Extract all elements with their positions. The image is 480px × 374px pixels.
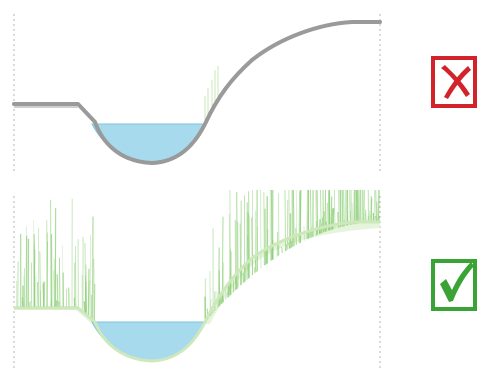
vegetation-stalk: [39, 251, 42, 309]
status-incorrect: [431, 56, 477, 108]
vegetation-stalk: [291, 189, 294, 247]
vegetation-stalk: [43, 281, 46, 309]
vegetation-stalk: [339, 189, 342, 228]
vegetation-stalk: [249, 215, 251, 278]
vegetation-sparse: [204, 66, 219, 124]
vegetation-stalk: [321, 217, 324, 234]
panel-after: [13, 189, 477, 370]
vegetation-stalk: [53, 270, 56, 309]
vegetation-stalk: [93, 258, 95, 322]
vegetation-stalk: [281, 246, 283, 254]
vegetation-stalk: [75, 246, 77, 309]
vegetation-stalk: [263, 192, 266, 266]
vegetation-stalk: [53, 258, 56, 309]
vegetation-stalk: [373, 189, 376, 223]
ground-profile: [12, 20, 382, 165]
vegetation-stalk: [56, 274, 59, 309]
vegetation-stalk: [362, 189, 365, 223]
vegetation-stalk: [221, 216, 224, 304]
vegetation-stalk: [218, 298, 221, 307]
vegetation-stalk: [356, 189, 359, 224]
vegetation-stalk: [93, 283, 96, 322]
vegetation-stalk: [83, 301, 86, 314]
vegetation-stalk: [338, 189, 340, 228]
vegetation-stalk: [363, 189, 365, 223]
vegetation-stalk: [357, 189, 360, 224]
vegetation-stalk: [218, 269, 221, 306]
vegetation-stalk: [285, 244, 288, 251]
vegetation-stalk: [85, 264, 87, 316]
vegetation-stalk: [353, 189, 355, 225]
vegetation-stalk: [222, 295, 224, 303]
vegetation-left-bank: [16, 198, 96, 322]
vegetation-stalk: [320, 189, 322, 234]
vegetation-stalk: [377, 189, 380, 223]
vegetation-stalk: [88, 280, 91, 318]
vegetation-stalk: [345, 189, 348, 226]
vegetation-right-bank: [204, 189, 381, 322]
vegetation-stalk: [233, 279, 235, 292]
vegetation-stalk: [87, 268, 90, 317]
vegetation-stalk: [33, 249, 36, 309]
vegetation-stalk: [236, 281, 238, 289]
vegetation-stalk: [84, 243, 87, 315]
vegetation-stalk: [377, 189, 380, 223]
vegetation-stalk: [25, 235, 27, 309]
ground-profile: [14, 220, 380, 363]
check-mark-icon: [440, 262, 474, 302]
vegetation-stalk: [260, 189, 262, 269]
cross-mark-icon: [441, 65, 471, 99]
vegetation-stalk: [17, 261, 19, 309]
vegetation-stalk: [284, 189, 287, 252]
vegetation-stalk: [341, 189, 344, 227]
vegetation-stalk: [334, 189, 336, 229]
vegetation-stalk: [349, 189, 351, 225]
vegetation-stalk: [232, 281, 235, 293]
vegetation-stalk: [375, 201, 378, 223]
vegetation-stalk: [365, 209, 367, 223]
status-correct: [431, 259, 477, 311]
vegetation-stalk: [343, 189, 345, 227]
vegetation-stalk: [58, 257, 61, 309]
vegetation-stalk: [91, 216, 94, 320]
vegetation-stalk: [67, 287, 70, 309]
panel-before: [12, 14, 477, 172]
